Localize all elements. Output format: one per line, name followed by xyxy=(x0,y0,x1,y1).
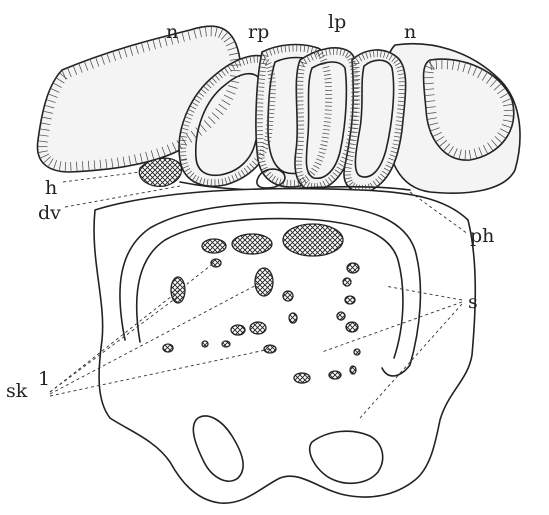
sk-element-5 xyxy=(171,277,185,303)
label-h: h xyxy=(45,177,57,199)
label-lp: lp xyxy=(328,11,346,33)
label-rp: rp xyxy=(248,21,269,43)
sk-element-2 xyxy=(232,234,272,254)
neural-tissue-right-lobe xyxy=(424,59,514,160)
sk-element-6 xyxy=(347,263,359,273)
sk-element-9 xyxy=(345,296,355,304)
label-ph: ph xyxy=(470,225,494,247)
sk-element-3 xyxy=(283,224,343,256)
sk-element-7 xyxy=(211,259,221,267)
label-sk-superscript: 1 xyxy=(38,368,50,390)
label-dv: dv xyxy=(38,202,61,224)
sk-element-1 xyxy=(202,239,226,253)
sk-element-21 xyxy=(350,366,356,374)
sk-element-20 xyxy=(329,371,341,379)
sk-element-15 xyxy=(337,312,345,320)
sk-element-22 xyxy=(354,349,360,355)
sk-element-19 xyxy=(294,373,310,383)
sk-element-12 xyxy=(250,322,266,334)
sk-element-10 xyxy=(343,278,351,286)
sk-element-23 xyxy=(202,341,208,347)
sk-element-18 xyxy=(163,344,173,352)
label-sk: sk xyxy=(6,380,28,402)
label-n-right: n xyxy=(404,21,416,43)
sk-element-13 xyxy=(231,325,245,335)
label-s: s xyxy=(468,291,478,313)
sk-element-11 xyxy=(289,313,297,323)
sk-element-4 xyxy=(255,268,273,296)
label-n-left: n xyxy=(166,21,178,43)
sk-element-8 xyxy=(283,291,293,301)
sk-element-14 xyxy=(346,322,358,332)
sk-element-17 xyxy=(222,341,230,347)
